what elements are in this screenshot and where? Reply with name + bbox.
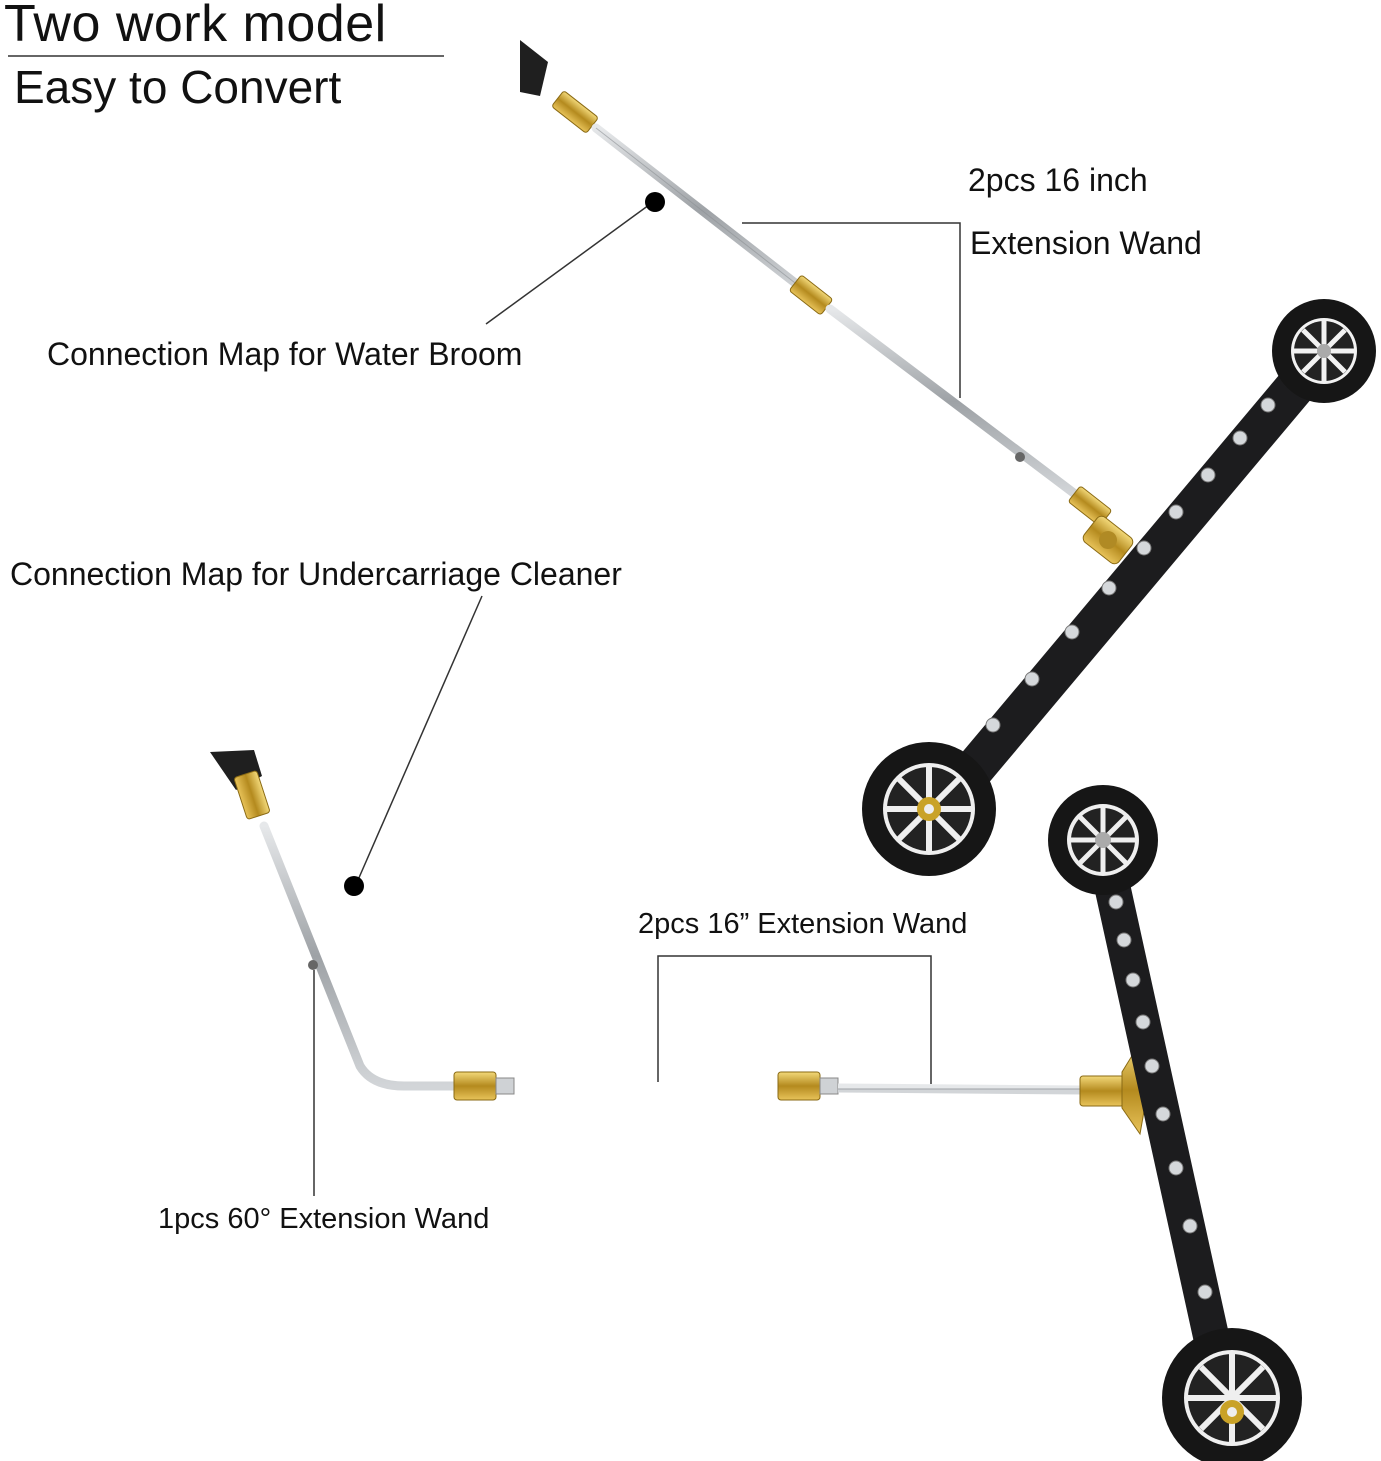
page-subtitle: Easy to Convert <box>14 61 342 113</box>
brass-coupler-bottom-2 <box>453 1071 497 1101</box>
wheel-top-left <box>862 742 996 876</box>
wand-top-2 <box>825 304 1080 499</box>
undercarriage-assembly <box>210 750 1302 1461</box>
callout-water-broom-line <box>485 204 650 325</box>
broom-bar-top <box>945 335 1342 800</box>
wheel-bottom-top <box>1048 785 1158 895</box>
wheel-top-right <box>1272 299 1376 403</box>
brass-coupler-top-1 <box>552 91 598 133</box>
brass-coupler-bottom-3 <box>777 1071 821 1101</box>
brass-coupler-bottom-1 <box>234 770 270 820</box>
wand-60 <box>259 821 465 1091</box>
label-water-broom: Connection Map for Water Broom <box>47 336 523 372</box>
brass-coupler-bottom-4 <box>1079 1075 1125 1107</box>
wand-bottom-2 <box>837 1083 1083 1095</box>
label-wand-bottom: 2pcs 16” Extension Wand <box>638 908 968 940</box>
callout-wand-top <box>742 222 961 398</box>
water-broom-assembly <box>520 40 1376 876</box>
callout-water-broom-dot <box>645 192 665 212</box>
label-wand-top: 2pcs 16 inch <box>968 162 1148 198</box>
brass-elbow-top <box>1082 515 1134 565</box>
callout-undercarriage-line <box>357 595 483 881</box>
hose-top <box>520 40 548 96</box>
label-wand-60: 1pcs 60° Extension Wand <box>158 1203 490 1235</box>
cleaner-nozzles-bottom <box>1100 858 1213 1300</box>
label-undercarriage: Connection Map for Undercarriage Cleaner <box>10 556 622 592</box>
wheel-bottom-bottom <box>1162 1328 1302 1461</box>
page-title: Two work model <box>4 0 387 53</box>
callout-wand-bottom <box>657 955 932 1084</box>
label-wand-top-line2: Extension Wand <box>970 225 1202 261</box>
callout-undercarriage-dot <box>344 876 364 896</box>
